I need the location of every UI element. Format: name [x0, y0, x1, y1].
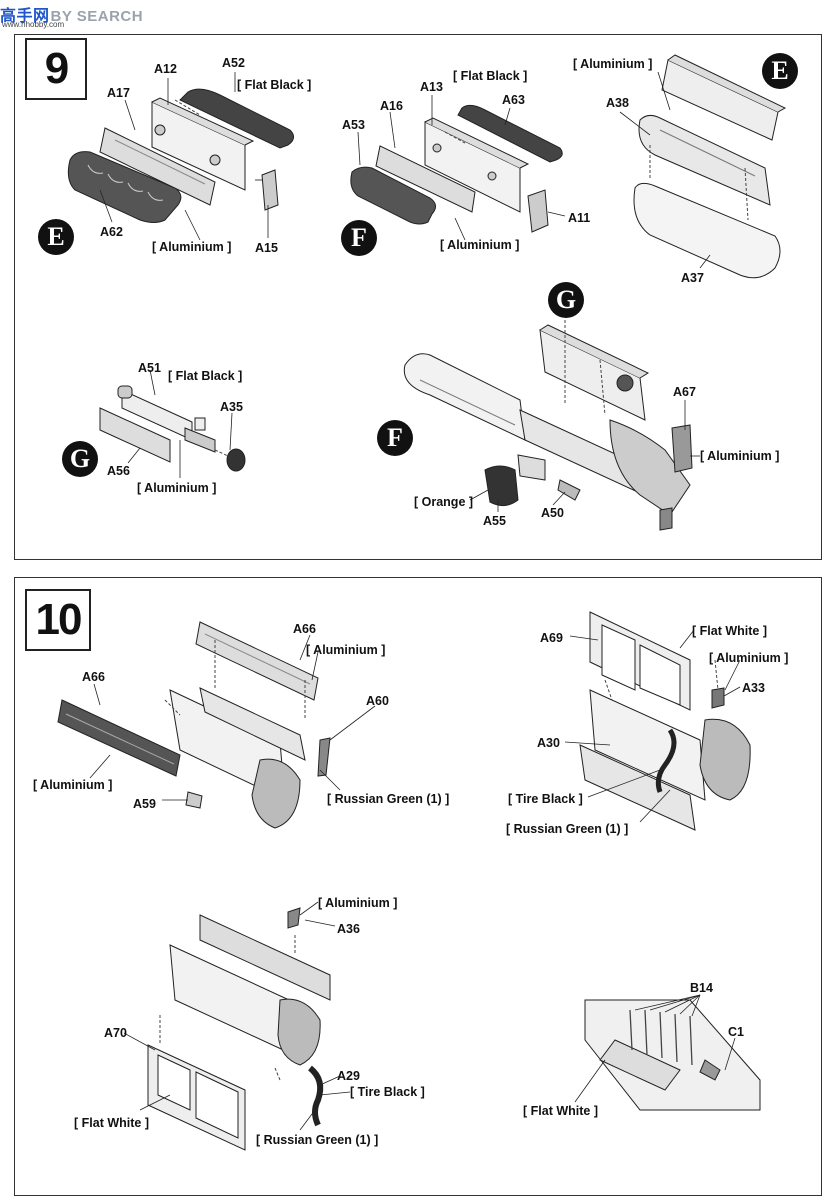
label-a67: A67	[673, 385, 696, 399]
label-a62: A62	[100, 225, 123, 239]
paint-a55-orange: [ Orange ]	[414, 495, 474, 509]
label-a55: A55	[483, 514, 506, 528]
engine-step10-sub1-drawing	[57, 621, 331, 829]
label-a13: A13	[420, 80, 443, 94]
paint-aluminium-9a: [ Aluminium ]	[152, 240, 232, 254]
site-watermark: 高手网BY SEARCH www.hhobby.com	[0, 2, 144, 29]
label-a66-left: A66	[82, 670, 105, 684]
badge-g-step9-sub5: G	[548, 282, 584, 318]
paint-a66-top-aluminium: [ Aluminium ]	[306, 643, 386, 657]
paint-a36-aluminium: [ Aluminium ]	[318, 896, 398, 910]
paint-russian-green-10b: [ Russian Green (1) ]	[506, 822, 629, 836]
paint-tire-black-10b: [ Tire Black ]	[508, 792, 583, 806]
badge-f-step9-sub2: F	[341, 220, 377, 256]
paint-a51-flat-black: [ Flat Black ]	[168, 369, 243, 383]
watermark-text: BY SEARCH	[50, 8, 144, 25]
paint-a66-left-aluminium: [ Aluminium ]	[33, 778, 113, 792]
paint-a63-flat-black: [ Flat Black ]	[453, 69, 528, 83]
label-a70: A70	[104, 1026, 127, 1040]
label-a12: A12	[154, 62, 177, 76]
label-b14: B14	[690, 981, 713, 995]
label-a37: A37	[681, 271, 704, 285]
label-a52: A52	[222, 56, 245, 70]
step-9-panel	[14, 34, 822, 560]
label-a15: A15	[255, 241, 278, 255]
head-f-drawing	[350, 104, 563, 233]
label-a50: A50	[541, 506, 564, 520]
paint-a69-flat-white: [ Flat White ]	[692, 624, 767, 638]
step-9-number: 9	[25, 38, 87, 100]
label-a17: A17	[107, 86, 130, 100]
label-a60: A60	[366, 694, 389, 708]
floor-plate-drawing	[584, 999, 761, 1111]
paint-a60-russian-green: [ Russian Green (1) ]	[327, 792, 450, 806]
engine-assembly-step9-drawing	[403, 320, 693, 531]
paint-a33-aluminium: [ Aluminium ]	[709, 651, 789, 665]
paint-aluminium-9b: [ Aluminium ]	[440, 238, 520, 252]
label-a51: A51	[138, 361, 161, 375]
label-a66-top: A66	[293, 622, 316, 636]
assembly-g-drawing	[99, 385, 246, 472]
label-a69: A69	[540, 631, 563, 645]
paint-a70-flat-white: [ Flat White ]	[74, 1116, 149, 1130]
paint-floor-flat-white: [ Flat White ]	[523, 1104, 598, 1118]
paint-aluminium-9d: [ Aluminium ]	[137, 481, 217, 495]
label-a63: A63	[502, 93, 525, 107]
label-a59: A59	[133, 797, 156, 811]
cover-a38-a37-drawing	[633, 54, 787, 279]
label-a56: A56	[107, 464, 130, 478]
label-a29: A29	[337, 1069, 360, 1083]
watermark-cn: 高手网	[0, 8, 50, 25]
paint-tire-black-10c: [ Tire Black ]	[350, 1085, 425, 1099]
label-a35: A35	[220, 400, 243, 414]
watermark-url: www.hhobby.com	[2, 20, 65, 29]
label-a38: A38	[606, 96, 629, 110]
manifold-a62-drawing	[67, 88, 294, 223]
step-10-number: 10	[25, 589, 91, 651]
label-a36: A36	[337, 922, 360, 936]
paint-a52-flat-black: [ Flat Black ]	[237, 78, 312, 92]
badge-g-step9-sub4: G	[62, 441, 98, 477]
label-a16: A16	[380, 99, 403, 113]
label-c1: C1	[728, 1025, 744, 1039]
label-a30: A30	[537, 736, 560, 750]
badge-e-step9-sub1: E	[38, 219, 74, 255]
label-a11: A11	[568, 211, 591, 225]
label-a53: A53	[342, 118, 365, 132]
engine-step10-sub3-drawing	[147, 907, 331, 1151]
label-a33: A33	[742, 681, 765, 695]
badge-e-step9-sub3: E	[762, 53, 798, 89]
engine-step10-sub2-drawing	[579, 611, 751, 831]
paint-russian-green-10c: [ Russian Green (1) ]	[256, 1133, 379, 1147]
badge-f-step9-sub5: F	[377, 420, 413, 456]
paint-aluminium-9c: [ Aluminium ]	[573, 57, 653, 71]
paint-a67-aluminium: [ Aluminium ]	[700, 449, 780, 463]
